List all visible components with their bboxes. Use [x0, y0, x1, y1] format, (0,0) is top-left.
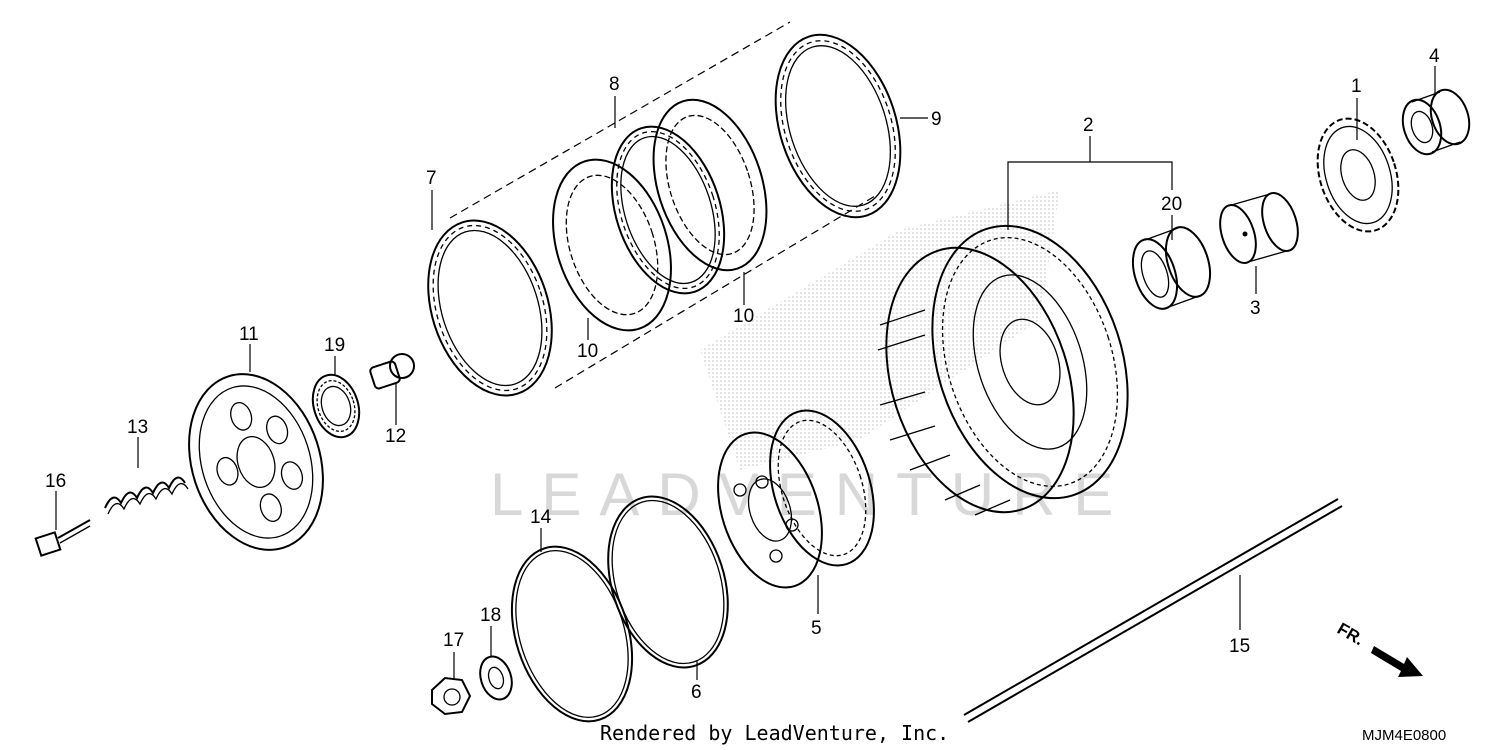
washer-18[interactable]	[475, 652, 517, 703]
friction-disc-8[interactable]	[592, 112, 744, 308]
part-number-labels: 1 2 3 4 5 6 7 8 9 10 10 11 12 13 14 15 1…	[45, 46, 1440, 703]
o-ring-6[interactable]	[588, 481, 749, 683]
o-ring-14[interactable]	[491, 531, 653, 737]
collar-3[interactable]	[1214, 189, 1305, 268]
bush-4[interactable]	[1396, 85, 1476, 159]
guide-lines	[449, 21, 876, 389]
part-number-10a[interactable]: 10	[577, 341, 598, 362]
render-credit: Rendered by LeadVenture, Inc.	[600, 721, 949, 745]
clutch-center-5[interactable]	[700, 397, 893, 601]
lifter-piece-12[interactable]	[369, 353, 415, 390]
sprocket-1[interactable]	[1304, 108, 1412, 242]
part-number-17[interactable]: 17	[443, 630, 464, 651]
front-label: FR.	[1334, 619, 1367, 649]
friction-disc-7[interactable]	[407, 204, 573, 411]
lock-nut-17[interactable]	[431, 676, 472, 716]
part-number-18[interactable]: 18	[480, 605, 501, 626]
part-number-6[interactable]: 6	[691, 682, 702, 703]
clutch-outer-2[interactable]	[854, 200, 1160, 536]
leader-lines	[55, 66, 1436, 680]
part-number-2[interactable]: 2	[1083, 115, 1094, 136]
part-number-10b[interactable]: 10	[733, 306, 754, 327]
part-number-5[interactable]: 5	[811, 618, 822, 639]
clutch-spring-13[interactable]	[104, 476, 189, 515]
front-arrow-icon	[1371, 646, 1423, 677]
pressure-plate-11[interactable]	[167, 357, 344, 568]
part-number-19[interactable]: 19	[324, 335, 345, 356]
part-number-4[interactable]: 4	[1429, 46, 1440, 67]
part-number-7[interactable]: 7	[426, 168, 437, 189]
part-number-12[interactable]: 12	[385, 426, 406, 447]
bolt-16[interactable]	[34, 519, 91, 557]
friction-disc-9[interactable]	[754, 19, 922, 234]
clutch-plate-10a[interactable]	[532, 144, 691, 345]
shade-area	[700, 190, 1060, 470]
part-number-1[interactable]: 1	[1351, 76, 1362, 97]
front-direction-indicator: FR.	[1334, 619, 1423, 677]
needle-bearing-20[interactable]	[1125, 222, 1218, 315]
part-number-9[interactable]: 9	[931, 109, 942, 130]
part-number-11[interactable]: 11	[239, 324, 259, 345]
part-number-20[interactable]: 20	[1161, 194, 1182, 215]
part-number-16[interactable]: 16	[45, 471, 66, 492]
watermark: LEADVENTURE	[490, 461, 1131, 528]
diagram-code: MJM4E0800	[1362, 727, 1446, 744]
part-number-13[interactable]: 13	[127, 417, 148, 438]
part-number-15[interactable]: 15	[1229, 636, 1250, 657]
lifter-rod-15[interactable]	[963, 498, 1343, 723]
part-number-8[interactable]: 8	[609, 74, 620, 95]
bearing-19[interactable]	[305, 369, 367, 443]
part-number-14[interactable]: 14	[530, 507, 552, 528]
part-number-3[interactable]: 3	[1250, 298, 1261, 319]
